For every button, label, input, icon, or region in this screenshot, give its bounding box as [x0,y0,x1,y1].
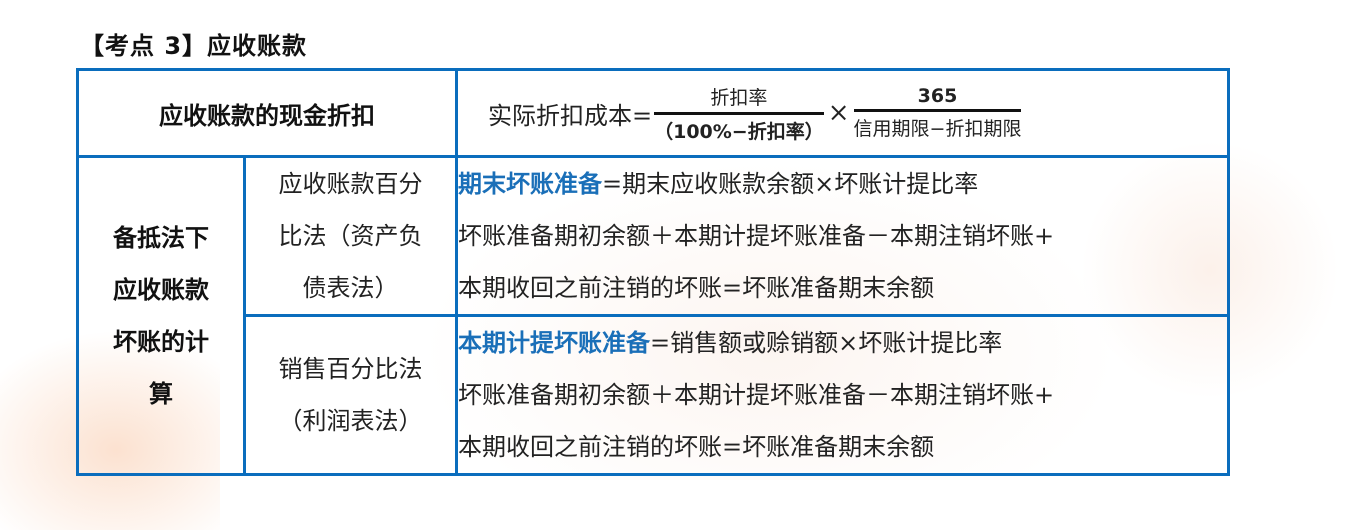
method-receivables-percentage: 应收账款百分 比法（资产负 债表法） [243,155,458,317]
multiply-sign: × [827,98,850,128]
formula-text: 坏账准备期初余额＋本期计提坏账准备－本期注销坏账+ [458,381,1055,409]
fraction-denominator: 信用期限−折扣期限 [853,118,1022,140]
fraction-bar [654,111,824,115]
method2-formulas: 本期计提坏账准备=销售额或赊销额×坏账计提比率 坏账准备期初余额＋本期计提坏账准… [455,314,1230,476]
cash-discount-title: 应收账款的现金折扣 [76,68,458,158]
formula-text: 本期收回之前注销的坏账=坏账准备期末余额 [458,274,935,302]
fraction-numerator: 折扣率 [710,86,768,109]
bad-debt-title: 备抵法下 应收账款 坏账的计 算 [76,155,246,476]
table-row-sales-percentage: 销售百分比法 （利润表法） 本期计提坏账准备=销售额或赊销额×坏账计提比率 坏账… [78,314,1230,476]
receivables-table: 应收账款的现金折扣 实际折扣成本= 折扣率 （100%−折扣率） × 365 信… [76,68,1230,476]
method-line: 债表法） [302,274,399,302]
title-line: 备抵法下 [113,223,209,252]
formula-line: 坏账准备期初余额＋本期计提坏账准备－本期注销坏账+ [458,210,1227,262]
title-line: 坏账的计 [113,327,209,356]
table-row-cash-discount: 应收账款的现金折扣 实际折扣成本= 折扣率 （100%−折扣率） × 365 信… [76,68,1230,158]
title-line: 算 [149,379,173,408]
highlight-term: 期末坏账准备 [458,170,602,198]
formula-line: 本期收回之前注销的坏账=坏账准备期末余额 [458,262,1227,314]
fraction-discount-rate: 折扣率 （100%−折扣率） [654,83,824,144]
table-row-receivables-percentage: 备抵法下 应收账款 坏账的计 算 应收账款百分 比法（资产负 债表法） 期末坏账… [76,155,1230,476]
formula-lhs: 实际折扣成本= [488,101,653,130]
method1-formulas: 期末坏账准备=期末应收账款余额×坏账计提比率 坏账准备期初余额＋本期计提坏账准备… [455,155,1230,317]
formula-line: 期末坏账准备=期末应收账款余额×坏账计提比率 [458,158,1227,210]
fraction-bar [853,109,1022,112]
formula-line: 坏账准备期初余额＋本期计提坏账准备－本期注销坏账+ [458,369,1227,421]
formula-text: =期末应收账款余额×坏账计提比率 [602,170,979,198]
title-line: 应收账款 [113,275,209,304]
method-line: 应收账款百分 [278,170,423,198]
method-line: 销售百分比法 [278,355,423,383]
cash-discount-formula: 实际折扣成本= 折扣率 （100%−折扣率） × 365 信用期限−折扣期限 [455,68,1230,158]
method-sales-percentage: 销售百分比法 （利润表法） [243,314,458,476]
formula-text: 本期收回之前注销的坏账=坏账准备期末余额 [458,433,935,461]
highlight-term: 本期计提坏账准备 [458,329,650,357]
fraction-denominator: （100%−折扣率） [654,120,824,143]
section-heading: 【考点 3】应收账款 [80,32,308,60]
formula-text: =销售额或赊销额×坏账计提比率 [650,329,1003,357]
fraction-days: 365 信用期限−折扣期限 [853,85,1022,141]
formula-text: 坏账准备期初余额＋本期计提坏账准备－本期注销坏账+ [458,222,1055,250]
method-line: 比法（资产负 [278,222,423,250]
method-line: （利润表法） [278,407,423,435]
fraction-numerator: 365 [917,85,958,107]
formula-line: 本期计提坏账准备=销售额或赊销额×坏账计提比率 [458,317,1227,369]
formula-line: 本期收回之前注销的坏账=坏账准备期末余额 [458,421,1227,473]
